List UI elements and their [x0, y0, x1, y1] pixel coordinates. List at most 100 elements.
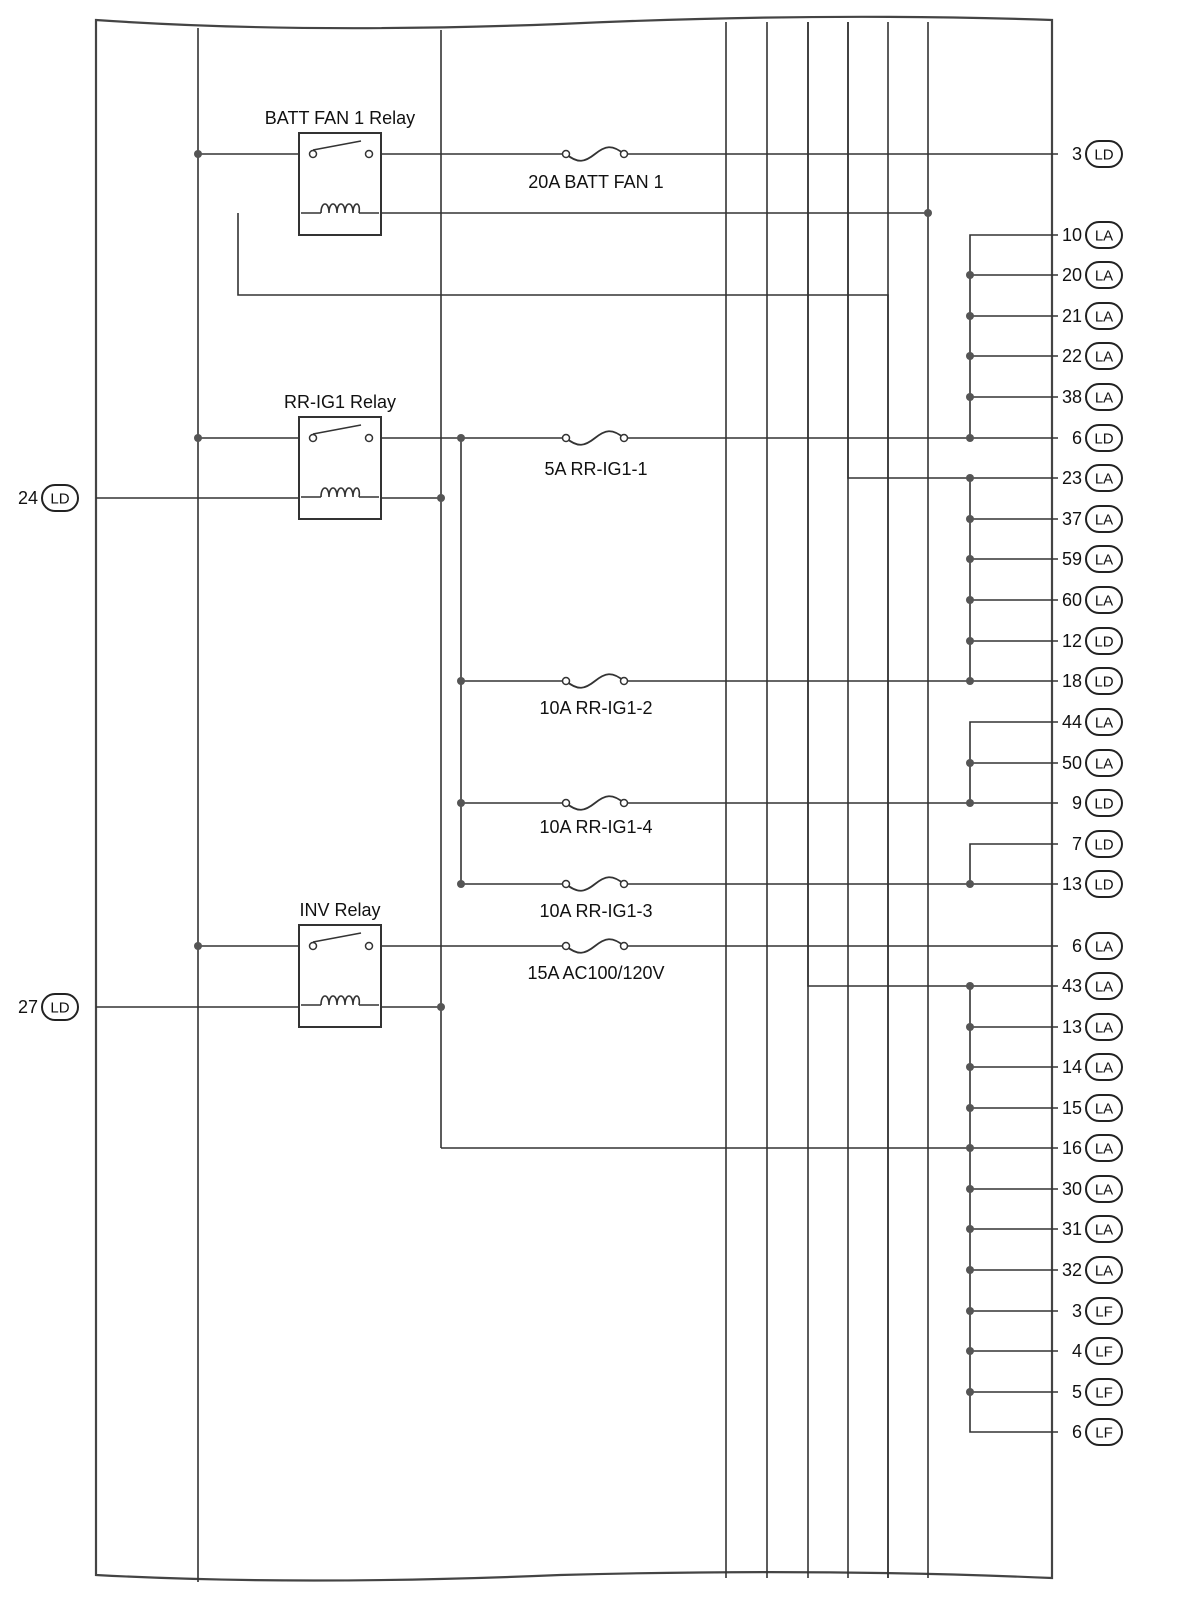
right-connector: 6 LD — [1072, 424, 1123, 452]
connector-pin: 32 — [1062, 1260, 1082, 1280]
relay-label: RR-IG1 Relay — [284, 392, 396, 412]
connector-code: LD — [1094, 674, 1113, 691]
connector-pin: 5 — [1072, 1382, 1082, 1402]
fuse: 10A RR-IG1-4 — [539, 795, 653, 837]
connector-badge — [1085, 1175, 1123, 1203]
connector-badge — [1085, 932, 1123, 960]
right-connector: 3 LF — [1072, 1297, 1123, 1325]
connector-code: LD — [1094, 147, 1113, 164]
junction-dot — [437, 494, 445, 502]
connector-badge — [1085, 667, 1123, 695]
fuse-icon — [565, 430, 625, 446]
junction-dot — [966, 1185, 974, 1193]
fuse-label: 10A RR-IG1-3 — [539, 901, 652, 921]
connector-pin: 30 — [1062, 1179, 1082, 1199]
connector-badge — [1085, 1337, 1123, 1365]
connector-code: LA — [1095, 715, 1113, 732]
wires — [94, 15, 1058, 1582]
fuse: 10A RR-IG1-2 — [539, 673, 653, 718]
connector-code: LD — [1094, 877, 1113, 894]
connector-badge — [1085, 140, 1123, 168]
connector-pin: 13 — [1062, 1017, 1082, 1037]
connector-badge — [1085, 464, 1123, 492]
connector-badge — [1085, 342, 1123, 370]
connector-pin: 24 — [18, 488, 38, 508]
connector-pin: 3 — [1072, 144, 1082, 164]
connector-badge — [41, 993, 79, 1021]
connector-pin: 59 — [1062, 549, 1082, 569]
connector-badge — [1085, 749, 1123, 777]
connector-code: LF — [1095, 1344, 1113, 1361]
connector-badge — [1085, 221, 1123, 249]
connector-badge — [1085, 1418, 1123, 1446]
junction-dot — [457, 677, 465, 685]
fuse-label: 10A RR-IG1-4 — [539, 817, 652, 837]
connector-pin: 20 — [1062, 265, 1082, 285]
connector-pin: 10 — [1062, 225, 1082, 245]
connector-pin: 3 — [1072, 1301, 1082, 1321]
connector-code: LA — [1095, 756, 1113, 773]
relay-label: INV Relay — [299, 900, 380, 920]
connector-badge — [1085, 708, 1123, 736]
fuse-label: 15A AC100/120V — [527, 963, 664, 983]
connector-badge — [1085, 383, 1123, 411]
fuse-icon — [565, 146, 625, 162]
connector-code: LA — [1095, 1263, 1113, 1280]
junction-dot — [966, 1307, 974, 1315]
connector-badge — [1085, 586, 1123, 614]
junction-dots — [194, 150, 974, 1396]
right-connector: 5 LF — [1072, 1378, 1123, 1406]
connector-code: LF — [1095, 1385, 1113, 1402]
connector-pin: 23 — [1062, 468, 1082, 488]
fuse-label: 10A RR-IG1-2 — [539, 698, 652, 718]
connector-badge — [1085, 1094, 1123, 1122]
fuse: 5A RR-IG1-1 — [544, 430, 648, 479]
wire-43la — [807, 22, 1058, 987]
connector-code: LF — [1095, 1304, 1113, 1321]
connector-pin: 27 — [18, 997, 38, 1017]
relay: RR-IG1 Relay — [284, 392, 396, 520]
connector-pin: 9 — [1072, 793, 1082, 813]
junction-dot — [924, 209, 932, 217]
fuse: 15A AC100/120V — [527, 938, 665, 983]
fuse-label: 5A RR-IG1-1 — [544, 459, 647, 479]
relay-label: BATT FAN 1 Relay — [265, 108, 415, 128]
connector-pin: 7 — [1072, 834, 1082, 854]
connector-pin: 4 — [1072, 1341, 1082, 1361]
right-connector: 32 LA — [1062, 1256, 1123, 1284]
connector-pin: 31 — [1062, 1219, 1082, 1239]
connector-code: LA — [1095, 1060, 1113, 1077]
junction-dot — [966, 1225, 974, 1233]
connector-pin: 6 — [1072, 428, 1082, 448]
connector-pin: 37 — [1062, 509, 1082, 529]
connector-pin: 21 — [1062, 306, 1082, 326]
junction-dot — [966, 677, 974, 685]
wire-23la — [847, 22, 1058, 479]
fuse-box-outline — [94, 15, 1054, 1582]
connector-code: LD — [1094, 431, 1113, 448]
junction-dot — [966, 1347, 974, 1355]
junction-dot — [194, 434, 202, 442]
connector-pin: 15 — [1062, 1098, 1082, 1118]
junction-dot — [966, 1063, 974, 1071]
fuse-icon — [565, 938, 625, 954]
junction-dot — [966, 1388, 974, 1396]
connector-badge — [1085, 424, 1123, 452]
connector-badge — [1085, 1297, 1123, 1325]
connector-badge — [1085, 1134, 1123, 1162]
fuse-icon — [565, 673, 625, 689]
